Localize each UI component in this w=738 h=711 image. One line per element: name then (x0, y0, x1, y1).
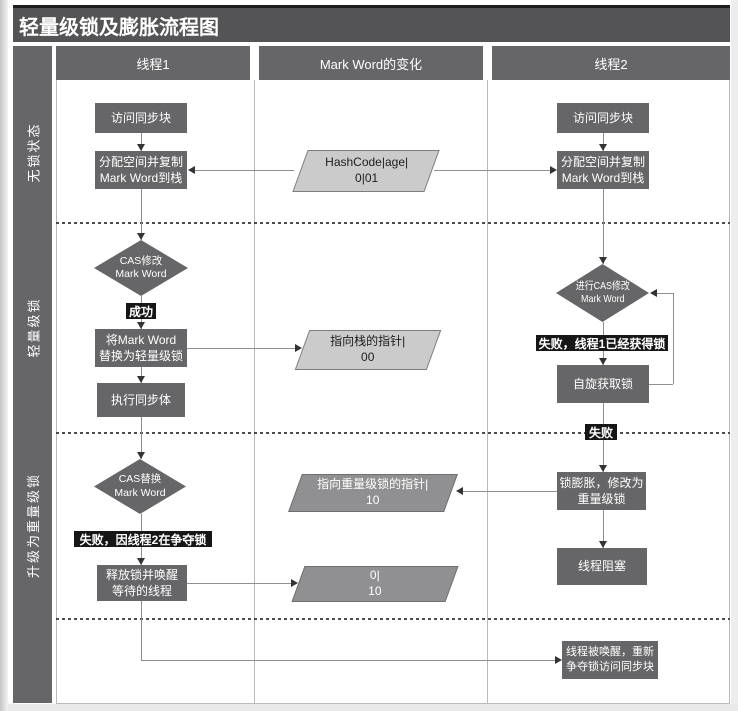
section-label-lockfree: 无锁状态 (26, 121, 42, 183)
arrow-right-icon (295, 344, 302, 352)
arrow-left-icon (650, 289, 657, 297)
node-t1-cas-modify-decision: CAS修改 Mark Word (94, 240, 188, 296)
section-label-heavyweight: 升级为重量级锁 (26, 472, 42, 578)
arrow-down-icon (599, 358, 607, 365)
connector (141, 660, 555, 661)
page-edge-left (0, 0, 8, 711)
connector (141, 133, 142, 151)
spin-loop-connector (654, 293, 673, 294)
section-divider-3 (56, 618, 730, 620)
section-strip (13, 46, 52, 703)
node-t1-execute-sync-body: 执行同步体 (97, 383, 185, 417)
node-markword-stack-pointer-state: 指向栈的指针| 00 (294, 330, 442, 370)
node-t2-alloc-copy-markword: 分配空间并复制 Mark Word到栈 (557, 151, 649, 189)
arrow-down-icon (137, 233, 145, 240)
connector (187, 348, 297, 349)
section-divider-2 (56, 432, 730, 434)
label-t2-spin-fail: 失败 (585, 424, 617, 440)
node-t2-thread-blocked: 线程阻塞 (557, 548, 647, 585)
section-divider-1 (56, 222, 730, 224)
connector (141, 601, 142, 660)
arrow-right-icon (291, 579, 298, 587)
page-edge-right (731, 0, 738, 711)
column-divider-1 (254, 80, 255, 703)
column-divider-2 (487, 80, 488, 703)
spin-loop-connector (673, 293, 674, 384)
label-t1-success: 成功 (126, 303, 156, 319)
spin-loop-connector (649, 384, 673, 385)
connector (603, 189, 604, 264)
label-t2-fail-thread1-owns-lock: 失败，线程1已经获得锁 (536, 335, 668, 351)
arrow-right-icon (555, 656, 562, 664)
arrow-left-icon (188, 166, 195, 174)
section-label-lightweight: 轻量级锁 (26, 296, 42, 358)
node-t1-release-wake-threads: 释放锁并唤醒 等待的线程 (97, 565, 187, 601)
arrow-down-icon (137, 144, 145, 151)
title-top-border (13, 5, 730, 8)
connector (187, 583, 293, 584)
arrow-left-icon (456, 487, 463, 495)
page-edge-bottom (8, 704, 738, 711)
column-header-thread1: 线程1 (56, 46, 250, 80)
node-markword-heavyweight-pointer-state: 指向重量级锁的指针| 10 (288, 474, 458, 512)
node-markword-bits-state: 0| 10 (291, 566, 459, 602)
arrow-down-icon (599, 541, 607, 548)
node-t2-visit-sync-block: 访问同步块 (557, 103, 649, 133)
arrow-right-icon (550, 166, 557, 174)
arrow-down-icon (599, 144, 607, 151)
node-t2-lock-inflate-heavyweight: 锁膨胀，修改为 重量级锁 (557, 472, 646, 510)
node-markword-hashcode-state: HashCode|age| 0|01 (292, 150, 440, 192)
arrow-down-icon (137, 376, 145, 383)
arrow-down-icon (599, 465, 607, 472)
connector (141, 417, 142, 459)
column-header-thread2: 线程2 (492, 46, 730, 80)
table-border-left (56, 80, 57, 703)
diagram-title: 轻量级锁及膨胀流程图 (13, 8, 730, 42)
connector (603, 133, 604, 151)
connector (141, 189, 142, 240)
node-t1-cas-replace-decision: CAS替换 Mark Word (94, 459, 186, 514)
node-t1-alloc-copy-markword: 分配空间并复制 Mark Word到栈 (95, 151, 187, 189)
node-t2-spin-acquire-lock: 自旋获取锁 (557, 365, 649, 403)
connector (603, 510, 604, 548)
arrow-down-icon (137, 452, 145, 459)
node-t2-cas-modify-decision: 进行CAS修改 Mark Word (556, 264, 649, 322)
connector (434, 170, 552, 171)
connector (190, 170, 294, 171)
table-border-right (729, 80, 730, 703)
connector (460, 491, 557, 492)
arrow-down-icon (137, 322, 145, 329)
label-t1-fail-contention: 失败，因线程2在争夺锁 (74, 531, 212, 547)
arrow-down-icon (599, 257, 607, 264)
node-t1-visit-sync-block: 访问同步块 (95, 103, 187, 133)
arrow-down-icon (137, 558, 145, 565)
node-t1-replace-lightweight: 将Mark Word 替换为轻量级锁 (95, 329, 187, 367)
column-header-markword: Mark Word的变化 (259, 46, 483, 80)
connector (141, 367, 142, 383)
table-border-bottom (56, 703, 730, 704)
node-t2-thread-woken-recontend: 线程被唤醒，重新 争夺锁访问同步块 (562, 641, 658, 679)
